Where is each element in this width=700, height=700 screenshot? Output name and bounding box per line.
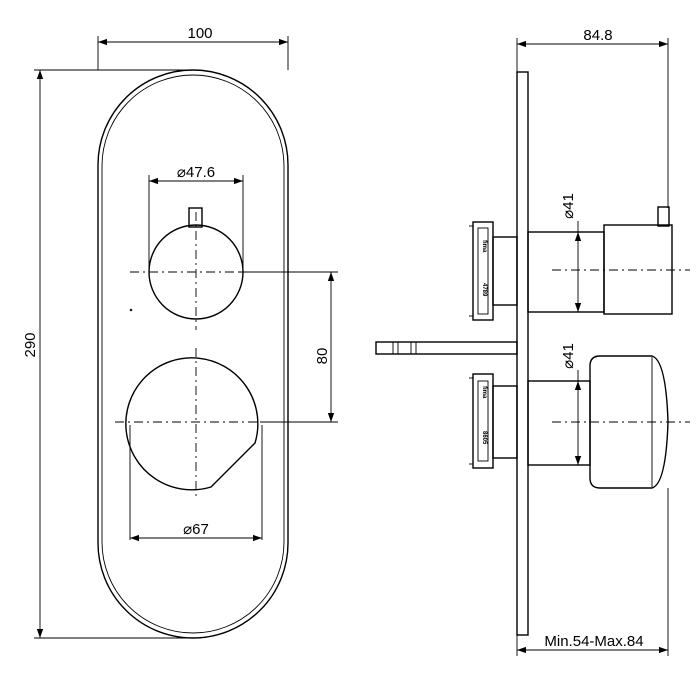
- lower-knob: [125, 357, 259, 491]
- side-cover-plate: [516, 71, 529, 636]
- upper-cartridge-body: [492, 236, 518, 306]
- cover-plate-inner-edge: [101, 74, 285, 634]
- upper-stem: [527, 231, 605, 313]
- upper-knob-diameter-label: ⌀47.6: [177, 164, 215, 181]
- front-view: 100 290 ⌀47.6 ⌀67 80: [22, 25, 338, 639]
- upper-cartridge-flange: [472, 221, 494, 321]
- lower-stem-diameter-label: ⌀41: [560, 343, 577, 369]
- cover-plate-outline: [97, 69, 289, 639]
- height-dimension-label: 290: [22, 332, 39, 357]
- side-view: 84.8 fima 4789 ⌀41 fima 8605: [375, 27, 690, 656]
- svg-text:4789: 4789: [481, 283, 487, 297]
- width-dimension-label: 100: [187, 25, 212, 42]
- lower-knob-diameter-label: ⌀67: [183, 521, 209, 538]
- spindle-rod: [375, 341, 518, 355]
- spacing-dimension-label: 80: [314, 348, 331, 365]
- upper-side-knob: [603, 224, 673, 315]
- wall-range-label: Min.54-Max.84: [544, 633, 643, 650]
- lower-stem: [527, 380, 591, 466]
- depth-dimension-label: 84.8: [583, 27, 612, 44]
- upper-stem-diameter-label: ⌀41: [560, 193, 577, 219]
- svg-text:8605: 8605: [481, 431, 487, 445]
- svg-text:fima: fima: [481, 386, 487, 399]
- upper-knob-pin: [188, 207, 203, 228]
- lower-cartridge-body: [492, 385, 518, 459]
- upper-side-knob-pin: [657, 206, 670, 227]
- svg-text:fima: fima: [481, 240, 487, 253]
